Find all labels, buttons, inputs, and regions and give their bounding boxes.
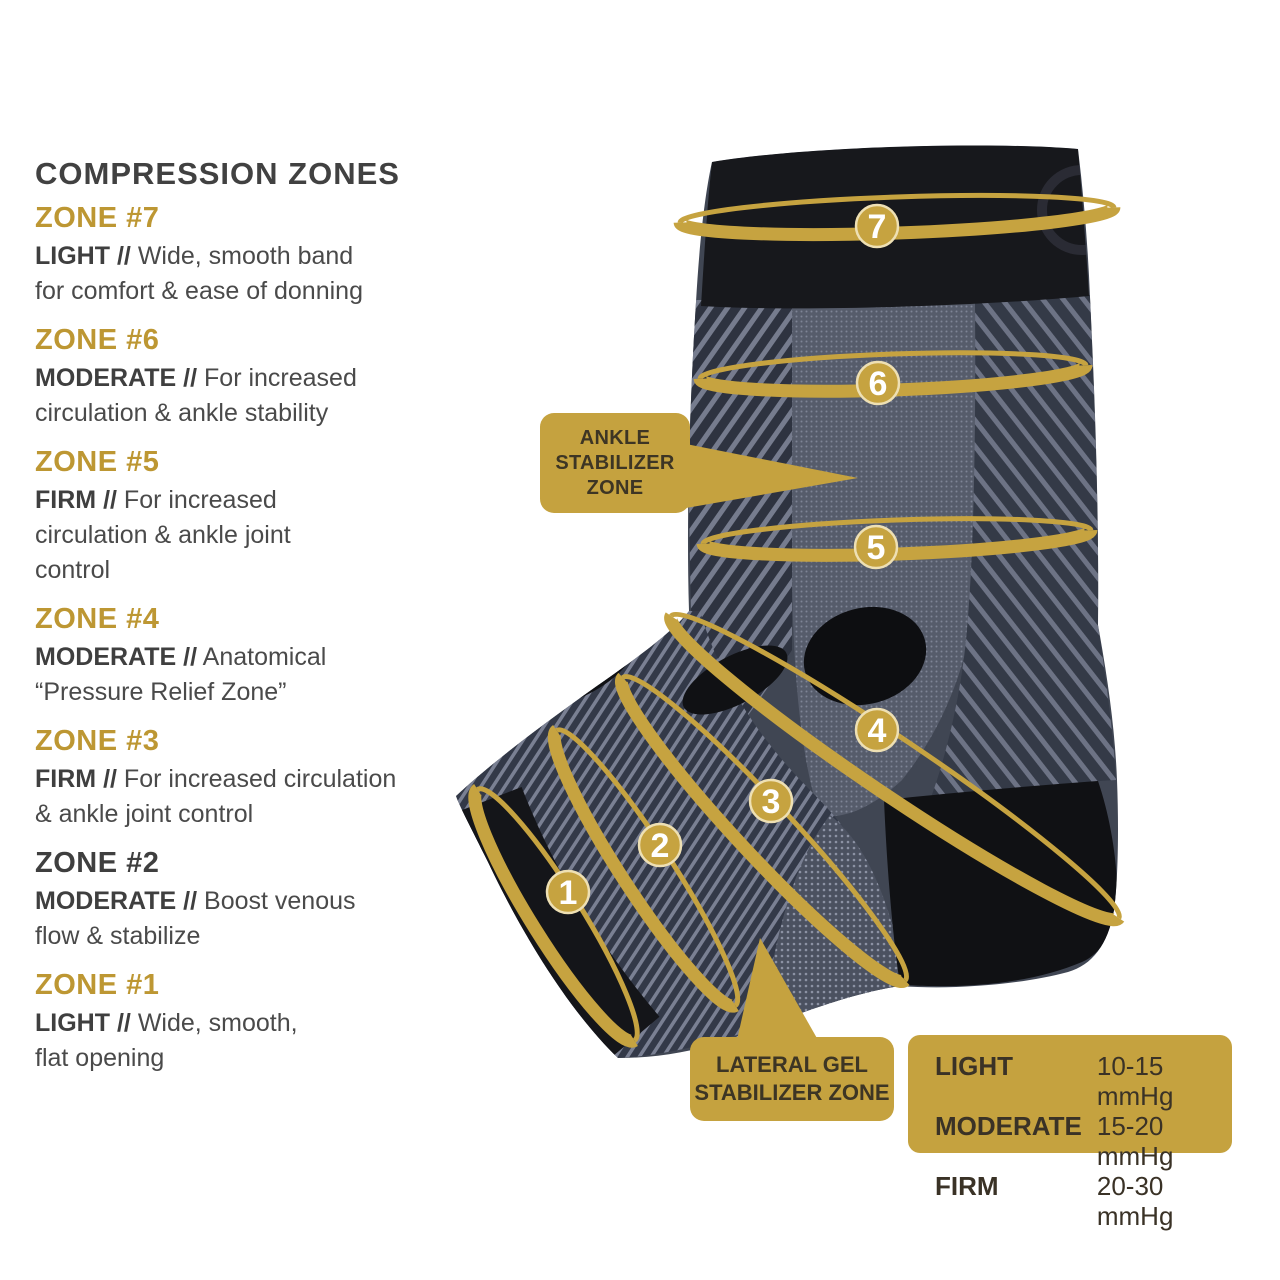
zone-desc-line: flow & stabilize: [35, 922, 201, 950]
zone-badge-7: 7: [854, 203, 900, 249]
zone-description-1: ZONE #1 LIGHT // Wide, smooth, flat open…: [35, 969, 491, 1076]
zone-heading: ZONE #7: [35, 202, 160, 234]
zone-desc-line: for comfort & ease of donning: [35, 277, 363, 305]
svg-text:3: 3: [762, 783, 781, 821]
zone-desc-line: FIRM // For increased: [35, 486, 277, 514]
svg-text:7: 7: [868, 208, 887, 246]
zone-heading: ZONE #1: [35, 969, 160, 1001]
legend-row: FIRM 20-30 mmHg: [935, 1171, 1232, 1231]
zone-description-3: ZONE #3 FIRM // For increased circulatio…: [35, 725, 491, 832]
legend-label: LIGHT: [935, 1051, 1013, 1081]
zone-desc-line: LIGHT // Wide, smooth band: [35, 242, 354, 270]
legend-value: 15-20 mmHg: [1096, 1111, 1174, 1171]
callout-line: ZONE: [586, 476, 644, 499]
zone-desc-line: MODERATE // Anatomical: [35, 643, 327, 671]
pressure-legend: LIGHT 10-15 mmHg MODERATE 15-20 mmHg FIR…: [908, 1035, 1232, 1231]
zone-heading: ZONE #4: [35, 603, 160, 635]
zone-desc-line: & ankle joint control: [35, 800, 254, 828]
legend-value: 20-30 mmHg: [1096, 1171, 1174, 1231]
zones-panel: COMPRESSION ZONES ZONE #7 LIGHT // Wide,…: [35, 156, 491, 1091]
zone-description-2: ZONE #2 MODERATE // Boost venous flow & …: [35, 847, 491, 954]
ankle-bone-pad: [803, 606, 927, 706]
legend-label: MODERATE: [935, 1111, 1082, 1141]
zone-desc-line: “Pressure Relief Zone”: [35, 678, 287, 706]
zone-description-4: ZONE #4 MODERATE // Anatomical “Pressure…: [35, 603, 491, 710]
zone-heading: ZONE #3: [35, 725, 160, 757]
zone-description-5: ZONE #5 FIRM // For increased circulatio…: [35, 446, 491, 588]
svg-text:6: 6: [869, 365, 888, 403]
zone-heading: ZONE #6: [35, 324, 160, 356]
compression-ring-5: [696, 516, 1098, 562]
zone-badge-3: 3: [748, 778, 794, 824]
zone-badge-6: 6: [855, 360, 901, 406]
zone-desc-line: MODERATE // For increased: [35, 364, 357, 392]
zone-badge-1: 1: [545, 869, 591, 915]
compression-ring-4: [664, 611, 1125, 927]
page-title: COMPRESSION ZONES: [35, 156, 400, 191]
legend-label: FIRM: [935, 1171, 999, 1201]
zone-heading: ZONE #2: [35, 847, 160, 879]
zone-desc-line: flat opening: [35, 1044, 165, 1072]
callout-line: STABILIZER: [555, 451, 675, 474]
callout-line: STABILIZER ZONE: [694, 1080, 890, 1105]
zone-badge-5: 5: [853, 524, 899, 570]
legend-value: 10-15 mmHg: [1096, 1051, 1174, 1111]
zone-desc-line: circulation & ankle joint: [35, 521, 291, 549]
lateral-gel-callout: LATERAL GEL STABILIZER ZONE: [690, 1037, 894, 1121]
zone-description-7: ZONE #7 LIGHT // Wide, smooth band for c…: [35, 202, 491, 309]
callout-line: ANKLE: [579, 426, 651, 449]
ankle-stabilizer-callout: ANKLE STABILIZER ZONE: [540, 413, 690, 513]
ankle-callout-arrow: [686, 444, 858, 508]
zone-desc-line: circulation & ankle stability: [35, 399, 329, 427]
svg-text:5: 5: [867, 529, 886, 567]
zone-heading: ZONE #5: [35, 446, 160, 478]
sock-arch-texture: [762, 815, 905, 1030]
zone-badge-4: 4: [854, 707, 900, 753]
zone-desc-line: MODERATE // Boost venous: [35, 887, 356, 915]
legend-row: LIGHT 10-15 mmHg: [935, 1051, 1232, 1111]
zone-desc-line: LIGHT // Wide, smooth,: [35, 1009, 298, 1037]
legend-row: MODERATE 15-20 mmHg: [935, 1111, 1232, 1171]
toe-opening-band: [456, 786, 660, 1059]
zone-description-6: ZONE #6 MODERATE // For increased circul…: [35, 324, 491, 431]
zone-desc-line: FIRM // For increased circulation: [35, 765, 397, 793]
zone-desc-line: control: [35, 556, 111, 584]
svg-text:1: 1: [559, 874, 578, 912]
svg-text:2: 2: [651, 827, 670, 865]
svg-text:4: 4: [868, 712, 887, 750]
callout-line: LATERAL GEL: [716, 1052, 868, 1077]
zone-badge-2: 2: [637, 822, 683, 868]
lateral-callout-arrow: [737, 938, 818, 1040]
